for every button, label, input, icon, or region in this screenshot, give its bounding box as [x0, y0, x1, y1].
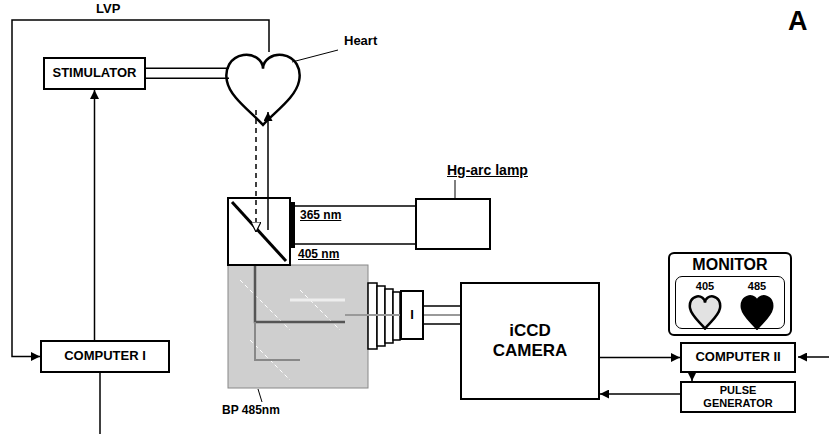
signal-connector	[692, 373, 693, 381]
node-label: I	[410, 308, 414, 323]
node-label: STIMULATOR	[52, 66, 136, 81]
node-label: iCCD CAMERA	[485, 321, 575, 360]
optics-housing	[228, 265, 368, 388]
signal-connector	[600, 357, 680, 358]
filter-label: BP 485nm	[222, 404, 280, 418]
node-label: COMPUTER I	[64, 349, 146, 364]
device-box: PULSE GENERATOR	[680, 381, 796, 413]
heart-shape	[740, 295, 774, 330]
node-label: 405	[682, 280, 728, 293]
heart-node: Heart	[222, 52, 304, 128]
leader-line	[258, 389, 262, 402]
filter-cube	[228, 198, 290, 265]
wavelength-label: 365 nm	[300, 209, 341, 223]
signal-connector	[94, 90, 95, 340]
node-label: COMPUTER II	[695, 350, 780, 365]
heart-node: 405	[682, 280, 728, 332]
heart-shape	[688, 295, 722, 330]
device-box: STIMULATOR	[43, 57, 146, 90]
node-label: PULSE GENERATOR	[692, 384, 784, 409]
panel-letter: A	[788, 6, 808, 37]
node-label: 485	[734, 280, 780, 293]
heart-shape	[222, 52, 304, 128]
emission-path	[255, 322, 300, 360]
output-wire	[99, 373, 101, 434]
leader-line	[292, 50, 338, 62]
node-label: MONITOR	[692, 256, 767, 274]
lamp-box: Hg-arc lamp	[415, 198, 491, 250]
input-wire	[798, 356, 829, 358]
device-box: I	[400, 290, 424, 340]
device-box: COMPUTER I	[40, 340, 170, 373]
node-label: Hg-arc lamp	[447, 162, 528, 178]
heart-node: 485	[734, 280, 780, 332]
monitor-box: MONITOR 405 485	[668, 252, 792, 336]
leader-line	[455, 180, 456, 199]
device-box: iCCD CAMERA	[460, 282, 600, 400]
signal-label: LVP	[96, 2, 120, 17]
device-box: COMPUTER II	[680, 342, 796, 373]
dichroic-mirror	[232, 202, 286, 261]
signal-connector	[146, 68, 229, 78]
node-label: Heart	[344, 34, 377, 49]
signal-connector	[600, 394, 680, 395]
emission-path	[255, 265, 345, 322]
excitation-filter	[289, 202, 295, 248]
wavelength-label: 405 nm	[298, 248, 339, 262]
